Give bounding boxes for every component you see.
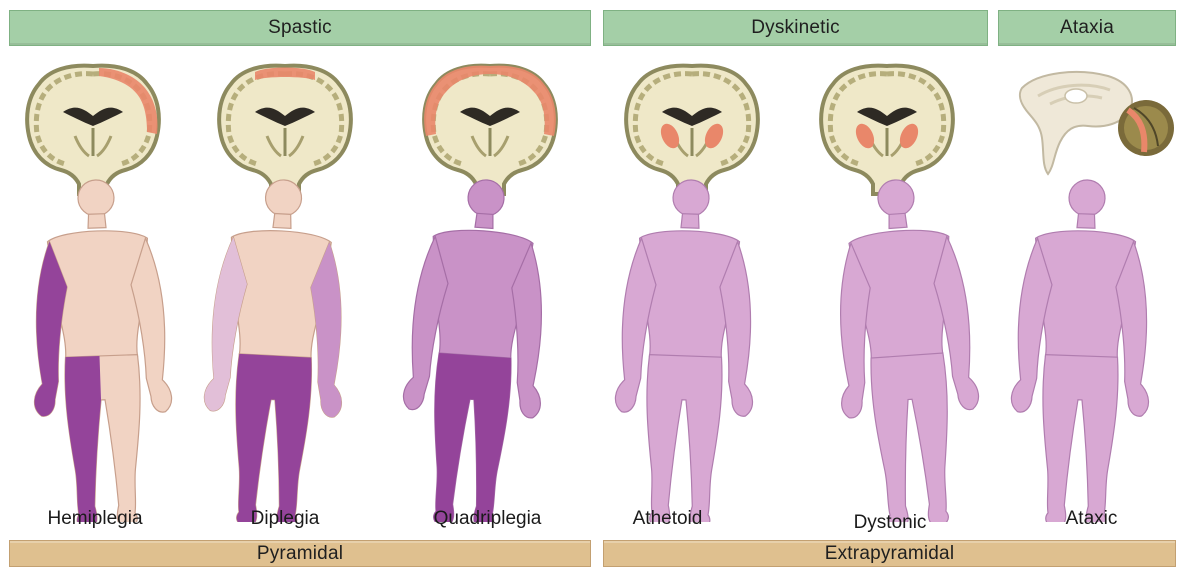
pyramidal-pathway-label: Pyramidal [9,540,591,567]
spastic-category-label: Spastic [9,10,591,46]
type-panel-dystonic: Dystonic [790,52,990,537]
brain-coronal-section-icon [219,66,351,194]
body-figure-diplegia [198,176,353,522]
type-panel-athetoid: Athetoid [595,52,790,537]
brain-sagittal-cerebellum-icon [1020,72,1174,174]
type-label-dystonic: Dystonic [790,512,990,534]
body-figure-hemiplegia [27,178,176,522]
type-label-quadriplegia: Quadriplegia [380,508,595,530]
body-figure-athetoid [611,178,760,522]
type-panel-diplegia: Diplegia [190,52,380,537]
type-label-athetoid: Athetoid [570,508,765,530]
body-figure-quadriplegia [395,175,556,522]
body-figure-dystonic [826,175,987,522]
type-label-diplegia: Diplegia [190,508,380,530]
type-panel-hemiplegia: Hemiplegia [0,52,190,537]
brain-coronal-section-icon [821,66,953,194]
ataxia-category-label: Ataxia [998,10,1176,46]
type-panel-quadriplegia: Quadriplegia [380,52,595,537]
type-label-hemiplegia: Hemiplegia [0,508,190,530]
type-label-ataxic: Ataxic [996,508,1181,530]
brain-coronal-section-icon [27,66,159,194]
brain-coronal-section-icon [626,66,758,194]
extrapyramidal-pathway-label: Extrapyramidal [603,540,1176,567]
type-panel-ataxic: Ataxic [990,52,1181,537]
dyskinetic-category-label: Dyskinetic [603,10,988,46]
body-figure-ataxic [1007,178,1156,522]
brain-coronal-section-icon [424,66,556,194]
